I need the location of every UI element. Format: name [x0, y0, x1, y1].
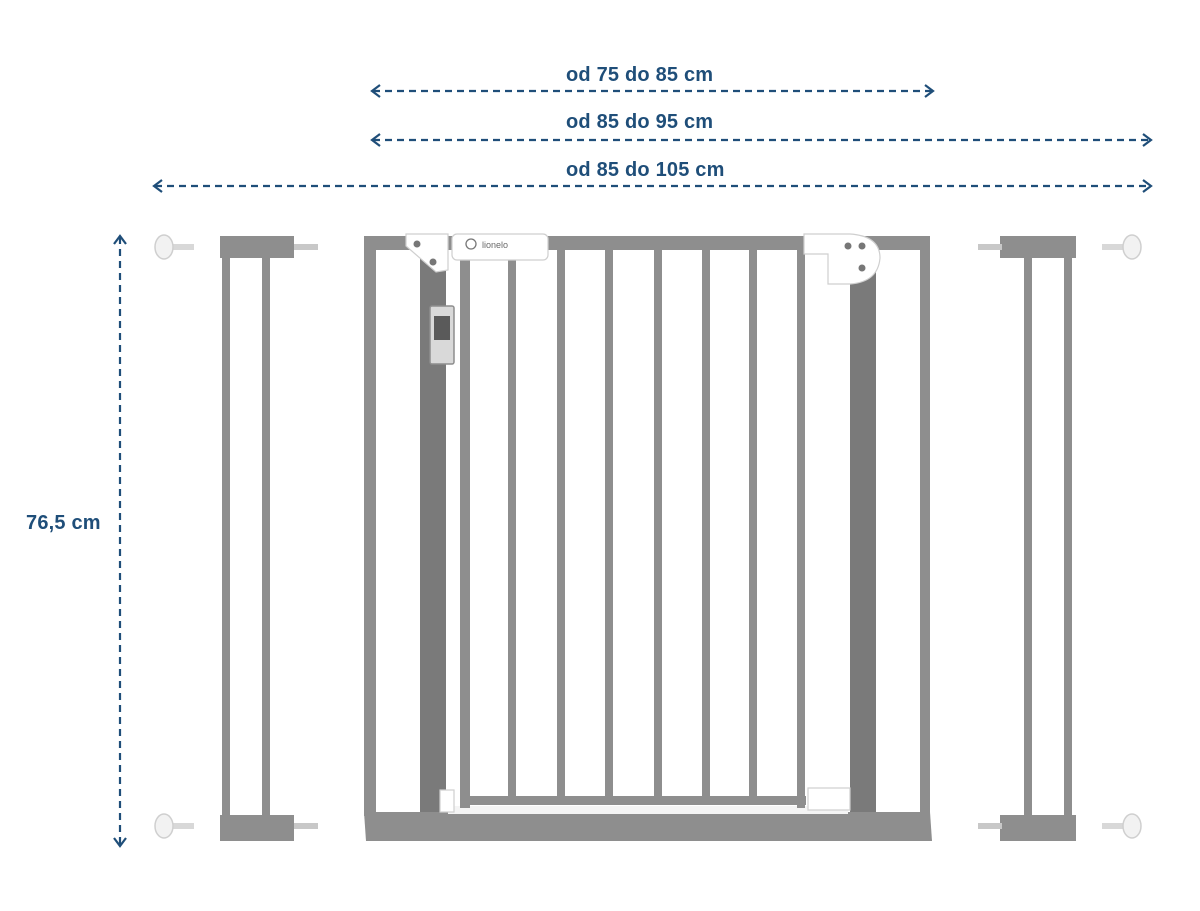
brand-logo-icon: [465, 238, 477, 250]
bolt-bottom-left: [154, 813, 194, 839]
top-right-hinge: [803, 233, 881, 285]
left-extension: [220, 236, 318, 841]
gate-door: [460, 238, 806, 808]
bottom-right-bracket: [807, 787, 851, 811]
right-extension: [978, 236, 1076, 841]
width-label-75-85: od 75 do 85 cm: [566, 64, 714, 86]
width-label-85-105: od 85 do 105 cm: [566, 159, 725, 181]
gate-hardware: [405, 233, 881, 813]
height-label: 76,5 cm: [26, 512, 101, 534]
brand-label: lionelo: [482, 240, 509, 250]
bottom-left-bracket: [439, 789, 455, 813]
latch-bracket: [451, 233, 549, 261]
bolt-bottom-right: [1102, 813, 1142, 839]
dimension-arrows: [113, 84, 1153, 848]
dimension-lines: [118, 89, 1150, 845]
width-label-85-95: od 85 do 95 cm: [566, 111, 714, 133]
bolt-top-left: [154, 234, 194, 260]
bolt-top-right: [1102, 234, 1142, 260]
pressure-bolts: [154, 234, 1142, 839]
